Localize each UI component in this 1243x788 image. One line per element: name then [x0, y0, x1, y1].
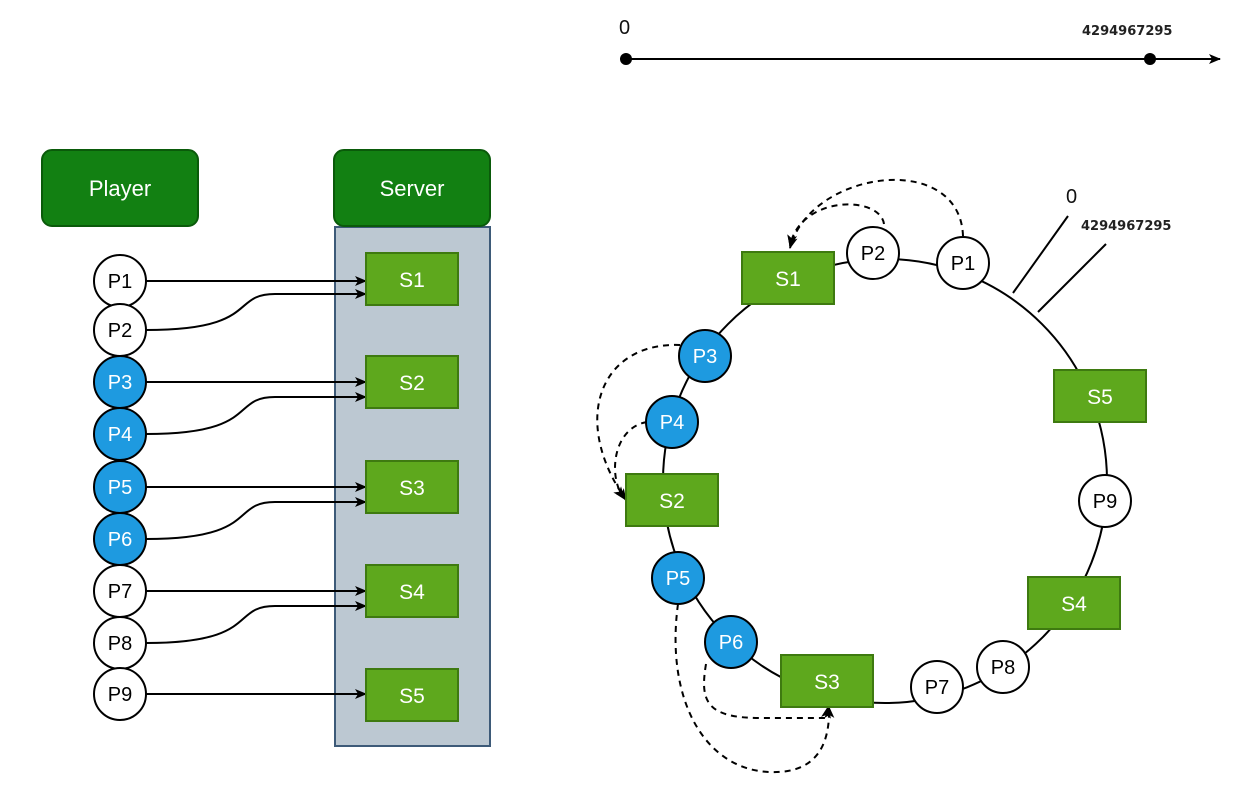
left-players: P1 P2 P3 P4 P5 P6 [93, 254, 147, 721]
ring-server-s1-label: S1 [775, 268, 801, 291]
ring-player-p8-label: P8 [991, 657, 1015, 679]
dashed-arrow-p4-s2 [613, 421, 648, 499]
player-p7-label: P7 [108, 581, 132, 603]
player-p8-label: P8 [108, 633, 132, 655]
ring-player-p7: P7 [910, 660, 964, 714]
player-header-label: Player [89, 176, 151, 201]
ring-player-p5: P5 [651, 551, 705, 605]
player-p8: P8 [93, 616, 147, 670]
ring-player-p9: P9 [1078, 474, 1132, 528]
number-line-start-dot [620, 53, 632, 65]
server-s2-label: S2 [399, 372, 425, 395]
ring-server-s1: S1 [741, 251, 835, 305]
player-p5-label: P5 [108, 477, 132, 499]
ring-player-p3-label: P3 [693, 346, 717, 368]
player-p2-label: P2 [108, 320, 132, 342]
ring-players: P1 P2 P3 P4 P5 P6 [645, 226, 1132, 714]
server-s2: S2 [365, 355, 459, 409]
ring-zero-marker [1012, 215, 1069, 294]
ring-max-marker [1037, 243, 1107, 313]
player-p9-label: P9 [108, 684, 132, 706]
ring-server-s3-label: S3 [814, 671, 840, 694]
player-p4-label: P4 [108, 424, 132, 446]
server-s5: S5 [365, 668, 459, 722]
ring-zero-label: 0 [1066, 186, 1077, 208]
ring-player-p3: P3 [678, 329, 732, 383]
arrow-p4-s2 [145, 392, 367, 435]
player-p1: P1 [93, 254, 147, 308]
dashed-arrow-p6-s3 [703, 663, 831, 719]
ring-player-p5-label: P5 [666, 568, 690, 590]
dashed-arrow-p5-s3 [674, 603, 835, 774]
ring-player-p4: P4 [645, 395, 699, 449]
ring-player-p7-label: P7 [925, 677, 949, 699]
server-s1-label: S1 [399, 269, 425, 292]
player-p9: P9 [93, 667, 147, 721]
player-p6-label: P6 [108, 529, 132, 551]
ring-player-p8: P8 [976, 640, 1030, 694]
ring-player-p2: P2 [846, 226, 900, 280]
ring-servers: S1 S2 S3 S4 S5 [625, 251, 1147, 708]
server-s3: S3 [365, 460, 459, 514]
ring-player-p4-label: P4 [660, 412, 684, 434]
player-header: Player [41, 149, 199, 227]
player-p4: P4 [93, 407, 147, 461]
ring-server-s5: S5 [1053, 369, 1147, 423]
player-p2: P2 [93, 303, 147, 357]
ring-player-p2-label: P2 [861, 243, 885, 265]
ring-player-p6: P6 [704, 615, 758, 669]
arrow-p6-s3 [145, 497, 367, 540]
dashed-arrow-p2-s1 [787, 203, 885, 247]
ring-server-s2-label: S2 [659, 490, 685, 513]
ring-player-p9-label: P9 [1093, 491, 1117, 513]
left-servers: S1 S2 S3 S4 S5 [365, 252, 459, 722]
ring-server-s4-label: S4 [1061, 593, 1087, 616]
player-p1-label: P1 [108, 271, 132, 293]
mapping-panel: Player Server S1 S2 [41, 149, 491, 747]
server-s4-label: S4 [399, 581, 425, 604]
ring-max-label: 4294967295 [1081, 219, 1171, 234]
server-s1: S1 [365, 252, 459, 306]
player-p3: P3 [93, 355, 147, 409]
player-p7: P7 [93, 564, 147, 618]
number-line-end-dot [1144, 53, 1156, 65]
ring-server-s5-label: S5 [1087, 386, 1113, 409]
migration-arrows [596, 178, 964, 774]
arrow-p8-s4 [145, 601, 367, 644]
server-s4: S4 [365, 564, 459, 618]
number-line-start-label: 0 [619, 17, 630, 39]
server-s5-label: S5 [399, 685, 425, 708]
hash-number-line: 0 4294967295 [619, 17, 1221, 65]
ring-player-p1: P1 [936, 236, 990, 290]
ring-player-p1-label: P1 [951, 253, 975, 275]
player-p5: P5 [93, 460, 147, 514]
number-line-end-label: 4294967295 [1082, 24, 1172, 39]
ring-server-s4: S4 [1027, 576, 1121, 630]
dashed-arrow-p3-s2 [596, 343, 681, 501]
player-p6: P6 [93, 512, 147, 566]
mapping-arrows [145, 276, 367, 699]
server-header-label: Server [380, 176, 445, 201]
server-header: Server [333, 149, 491, 227]
server-s3-label: S3 [399, 477, 425, 500]
hash-ring: 0 4294967295 S1 S2 S3 [596, 178, 1171, 774]
ring-server-s2: S2 [625, 473, 719, 527]
ring-player-p6-label: P6 [719, 632, 743, 654]
ring-server-s3: S3 [780, 654, 874, 708]
player-p3-label: P3 [108, 372, 132, 394]
arrow-p2-s1 [145, 289, 367, 331]
